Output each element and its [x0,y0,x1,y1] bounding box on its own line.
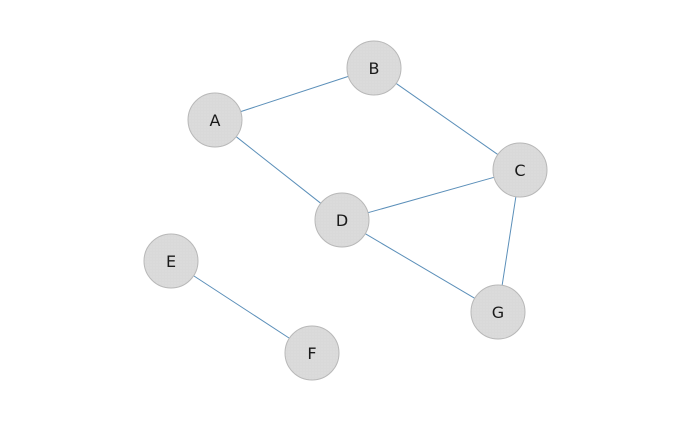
graph-node-c[interactable]: C [492,142,548,198]
node-texture-g [471,285,525,339]
graph-edge-e-f [193,275,290,339]
graph-node-f[interactable]: F [284,325,340,381]
node-texture-c [493,143,547,197]
graph-edge-c-d [367,176,495,214]
graph-edge-a-b [240,75,349,113]
node-texture-d [315,193,369,247]
graph-node-g[interactable]: G [470,284,526,340]
graph-edge-a-d [235,136,322,204]
edge-layer [193,75,517,339]
graph-edge-d-g [364,233,476,299]
graph-edge-c-g [501,196,517,286]
node-texture-e [144,234,198,288]
graph-edge-b-c [395,82,499,156]
graph-node-a[interactable]: A [187,92,243,148]
graph-node-b[interactable]: B [346,40,402,96]
graph-node-d[interactable]: D [314,192,370,248]
node-texture-f [285,326,339,380]
graph-node-e[interactable]: E [143,233,199,289]
node-texture-b [347,41,401,95]
node-layer: A B C D E F G [143,40,548,381]
node-texture-a [188,93,242,147]
